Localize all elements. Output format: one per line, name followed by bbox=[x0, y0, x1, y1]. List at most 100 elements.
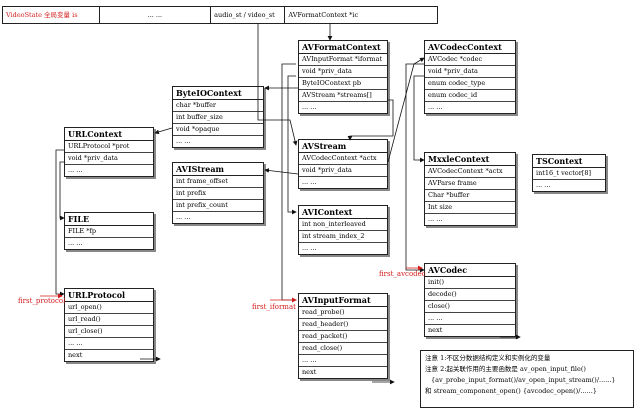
field-row: ... ... bbox=[176, 213, 191, 221]
box-title: AVInputFormat bbox=[299, 294, 387, 307]
note-line-2: 注意 2:起关联作用的主要函数是 av_open_input_file() bbox=[425, 365, 586, 373]
field-row: ... ... bbox=[302, 178, 317, 186]
wire-privdata-avicontext bbox=[287, 75, 297, 215]
field-row: ... ... bbox=[428, 103, 443, 111]
field-row: void *priv_data bbox=[65, 153, 153, 165]
field-row: URLProtocol *prot bbox=[65, 141, 153, 153]
box-title: AVCodecContext bbox=[425, 41, 515, 54]
field-row: read_header() bbox=[299, 319, 387, 331]
field-row: decode() bbox=[425, 289, 515, 301]
field-row: next bbox=[68, 351, 83, 359]
field-row: url_read() bbox=[65, 314, 153, 326]
field-row: AVStream *streams[] bbox=[299, 90, 387, 102]
field-row: init() bbox=[425, 277, 515, 289]
field-row: Int size bbox=[425, 202, 515, 214]
field-row: int prefix bbox=[173, 188, 263, 200]
field-row: AVParse frame bbox=[425, 178, 515, 190]
note-line-3: {av_probe_input_format()/av_open_input_s… bbox=[431, 376, 616, 384]
videostate-bar: VideoState 全局变量 is ... ... audio_st / vi… bbox=[2, 6, 438, 24]
label-first-protocol: first_protocol bbox=[18, 297, 66, 305]
box-title: ByteIOContext bbox=[173, 87, 263, 100]
field-row: FILE *fp bbox=[65, 226, 153, 238]
audio-video-st-cell: audio_st / video_st bbox=[211, 7, 286, 23]
box-title: AVCodec bbox=[425, 264, 515, 277]
box-title: AVIContext bbox=[299, 206, 387, 219]
field-row: ... ... bbox=[176, 137, 191, 145]
field-row: void *priv_data bbox=[425, 66, 515, 78]
field-row: url_open() bbox=[65, 302, 153, 314]
field-row: int16_t vector[8] bbox=[533, 168, 605, 180]
videostate-cell: VideoState 全局变量 is bbox=[3, 7, 100, 23]
field-row: ... ... bbox=[425, 313, 515, 325]
field-row: AVInputFormat *iformat bbox=[299, 54, 387, 66]
field-row: void *priv_data bbox=[299, 66, 387, 78]
field-row: int prefix_count bbox=[173, 200, 263, 212]
field-row: next bbox=[428, 326, 443, 334]
field-row: void *priv_data bbox=[299, 165, 387, 177]
label-first-iformat: first_iformat bbox=[252, 303, 296, 311]
field-row: AVCodecContext *actx bbox=[425, 166, 515, 178]
wire-opaque-urlcontext bbox=[154, 127, 173, 135]
box-title: URLProtocol bbox=[65, 289, 153, 302]
field-row: ByteIOContext pb bbox=[299, 78, 387, 90]
field-row: int frame_offset bbox=[173, 176, 263, 188]
field-row: AVCodecContext *actx bbox=[299, 153, 387, 165]
field-row: ... ... bbox=[68, 166, 83, 174]
field-row: enum codec_type bbox=[425, 78, 515, 90]
field-row: int non_interleaved bbox=[299, 219, 387, 231]
field-row: ... ... bbox=[428, 215, 443, 223]
box-title: AVIStream bbox=[173, 163, 263, 176]
field-row: url_close() bbox=[65, 326, 153, 338]
field-row: int buffer_size bbox=[173, 112, 263, 124]
field-row: read_close() bbox=[299, 343, 387, 355]
field-row: ... ... bbox=[299, 355, 387, 367]
field-row: read_probe() bbox=[299, 307, 387, 319]
avformatcontext-ic-cell: AVFormatContext *ic bbox=[288, 11, 359, 19]
wire-stream-privdata-avistream bbox=[264, 168, 299, 175]
field-row: Char *buffer bbox=[425, 190, 515, 202]
field-row: close() bbox=[425, 301, 515, 313]
field-row: ... ... bbox=[68, 239, 83, 247]
box-title: AVStream bbox=[299, 140, 387, 153]
wire-codec-privdata-mxxle bbox=[413, 75, 425, 163]
field-row: ... ... bbox=[302, 244, 317, 252]
box-title: URLContext bbox=[65, 128, 153, 141]
field-row: void *opaque bbox=[173, 124, 263, 136]
notes-box: 注意 1:不区分数据结构定义和实例化的变量 注意 2:起关联作用的主要函数是 a… bbox=[420, 350, 634, 408]
field-row: read_packet() bbox=[299, 331, 387, 343]
wire-st-avstream bbox=[257, 24, 298, 146]
field-row: AVCodec *codec bbox=[425, 54, 515, 66]
note-line-4: 和 stream_component_open() {avcodec_open(… bbox=[425, 387, 597, 395]
box-title: MxxleContext bbox=[425, 153, 515, 166]
field-row: ... ... bbox=[536, 181, 551, 189]
box-title: FILE bbox=[65, 213, 153, 226]
box-title: TSContext bbox=[533, 155, 605, 168]
field-row: char *buffer bbox=[173, 100, 263, 112]
wire-urlcontext-file bbox=[59, 161, 65, 221]
field-row: ... ... bbox=[302, 103, 317, 111]
wire-codec-avcodec bbox=[405, 63, 425, 273]
field-row: int stream_index_2 bbox=[299, 231, 387, 243]
wire-streams-avstream bbox=[347, 99, 394, 141]
note-line-1: 注意 1:不区分数据结构定义和实例化的变量 bbox=[425, 354, 551, 362]
field-row: ... ... bbox=[65, 338, 153, 350]
field-row: next bbox=[302, 368, 317, 376]
label-first-avcodec: first_avcodec bbox=[379, 270, 426, 278]
wire-iformat-avinputformat bbox=[281, 63, 297, 303]
ellipsis-cell: ... ... bbox=[100, 7, 212, 23]
